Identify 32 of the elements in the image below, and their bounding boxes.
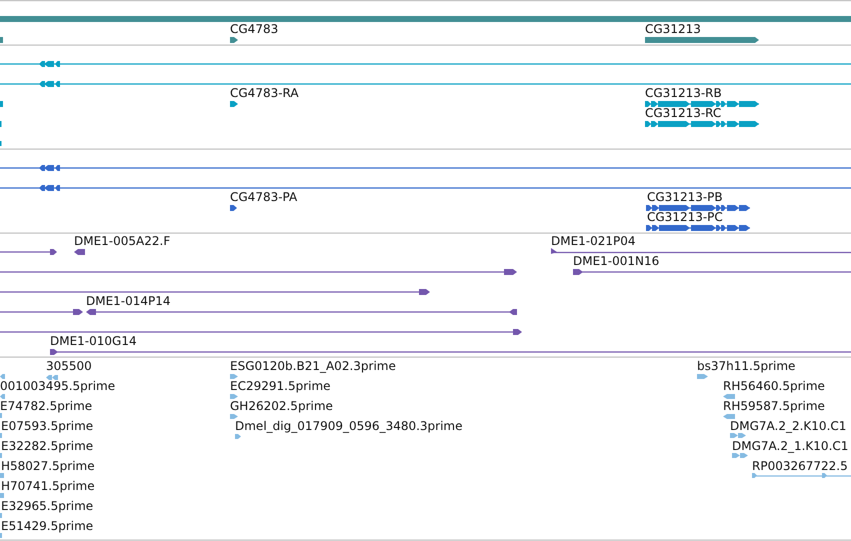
feature-label: DMG7A.2_1.K10.C1: [732, 439, 848, 453]
feature-label: E32282.5prime: [1, 439, 94, 453]
feature-label: RH56460.5prime: [723, 379, 825, 393]
feature-label: DME1-010G14: [50, 334, 137, 348]
feature-label: H70741.5prime: [1, 479, 95, 493]
feature-label: CG4783-PA: [230, 190, 298, 204]
feature-label: H58027.5prime: [1, 459, 95, 473]
feature-label: GH26202.5prime: [230, 399, 333, 413]
feature-label: bs37h11.5prime: [697, 359, 796, 373]
feature-label: CG31213: [645, 22, 701, 36]
feature-label: 305500: [46, 359, 92, 373]
feature-label: DME1-001N16: [573, 254, 660, 268]
feature-label: CG31213-RB: [645, 86, 722, 100]
feature-label: DMG7A.2_2.K10.C1: [730, 419, 846, 433]
feature-label: DME1-021P04: [551, 234, 636, 248]
feature-label: E32965.5prime: [1, 499, 94, 513]
feature-label: RH59587.5prime: [723, 399, 825, 413]
feature-label: Dmel_dig_017909_0596_3480.3prime: [235, 419, 463, 433]
feature-label: CG4783: [230, 22, 278, 36]
feature-label: E07593.5prime: [1, 419, 94, 433]
feature-label: DME1-014P14: [86, 294, 171, 308]
feature-label: CG31213-RC: [645, 106, 722, 120]
feature-label: ESG0120b.B21_A02.3prime: [230, 359, 396, 373]
feature-label: RP003267722.5: [752, 459, 848, 473]
feature-label: E74782.5prime: [0, 399, 92, 413]
feature-label: CG31213-PB: [647, 190, 723, 204]
feature-label: CG4783-RA: [230, 86, 299, 100]
feature-label: CG31213-PC: [647, 210, 723, 224]
feature-label: DME1-005A22.F: [74, 234, 170, 248]
feature-label: 001003495.5prime: [0, 379, 116, 393]
feature-label: E51429.5prime: [1, 519, 94, 533]
feature-label: EC29291.5prime: [230, 379, 331, 393]
